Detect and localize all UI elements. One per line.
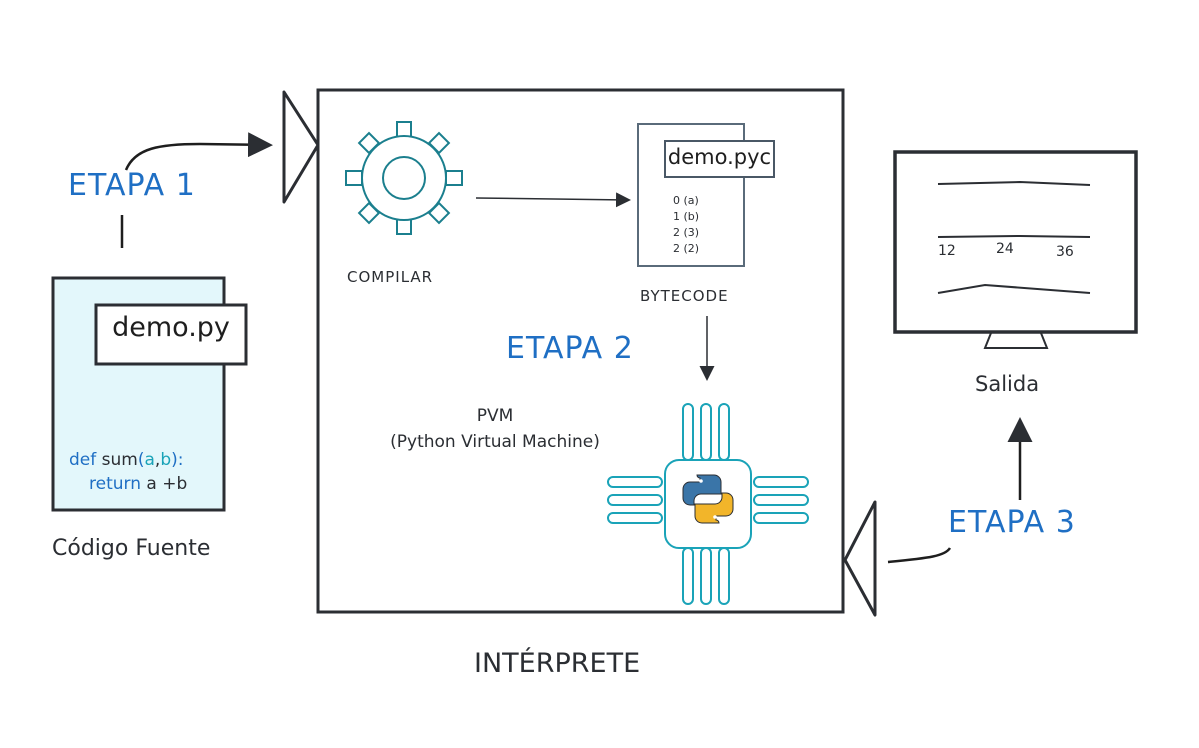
code-return-keyword: return [89, 474, 141, 494]
bytecode-filename: demo.pyc [667, 145, 772, 169]
code-def-keyword: def [69, 450, 97, 470]
stage-1-label: ETAPA 1 [68, 168, 196, 203]
code-param-b: b [160, 450, 172, 470]
bytecode-line: 1 (b) [673, 210, 700, 223]
bytecode-caption: BYTECODE [640, 287, 729, 305]
source-filename-box [94, 303, 248, 366]
output-value: 24 [996, 241, 1014, 257]
bytecode-line: 2 (2) [673, 242, 700, 255]
interpreter-box [316, 88, 845, 614]
code-return-expr: a +b [146, 474, 188, 494]
output-funnel-shape [843, 500, 877, 617]
code-func-name: sum [101, 450, 138, 470]
output-value: 36 [1056, 244, 1074, 260]
bytecode-filename-box [664, 140, 775, 178]
source-filename: demo.py [112, 312, 230, 343]
code-param-a: a [144, 450, 155, 470]
bytecode-lines: 0 (a) 1 (b) 2 (3) 2 (2) [673, 193, 699, 257]
code-comma: , [154, 450, 161, 470]
code-line-1: def sum(a,b): [69, 450, 184, 470]
output-value: 12 [938, 243, 956, 259]
python-logo-icon [682, 474, 734, 524]
pvm-acronym: PVM [476, 406, 514, 426]
pvm-fullname: (Python Virtual Machine) [390, 432, 600, 452]
bytecode-line: 2 (3) [673, 226, 700, 239]
stage1-arrow [120, 144, 268, 248]
gear-icon [345, 121, 463, 235]
source-caption: Código Fuente [52, 536, 211, 561]
compile-to-bytecode-arrow [475, 192, 631, 208]
interpreter-title: INTÉRPRETE [474, 648, 641, 679]
stage3-arrow [887, 422, 1020, 564]
bytecode-line: 0 (a) [673, 194, 699, 207]
monitor-icon [893, 150, 1138, 349]
pvm-label: PVM (Python Virtual Machine) [340, 403, 650, 455]
output-caption: Salida [975, 372, 1040, 396]
compile-label: COMPILAR [347, 268, 434, 286]
input-funnel-shape [282, 90, 320, 204]
code-close-paren: ): [171, 450, 184, 470]
code-line-2: return a +b [89, 474, 187, 494]
stage-2-label: ETAPA 2 [506, 331, 634, 366]
code-open-paren: ( [137, 450, 145, 470]
stage-3-label: ETAPA 3 [948, 505, 1076, 540]
